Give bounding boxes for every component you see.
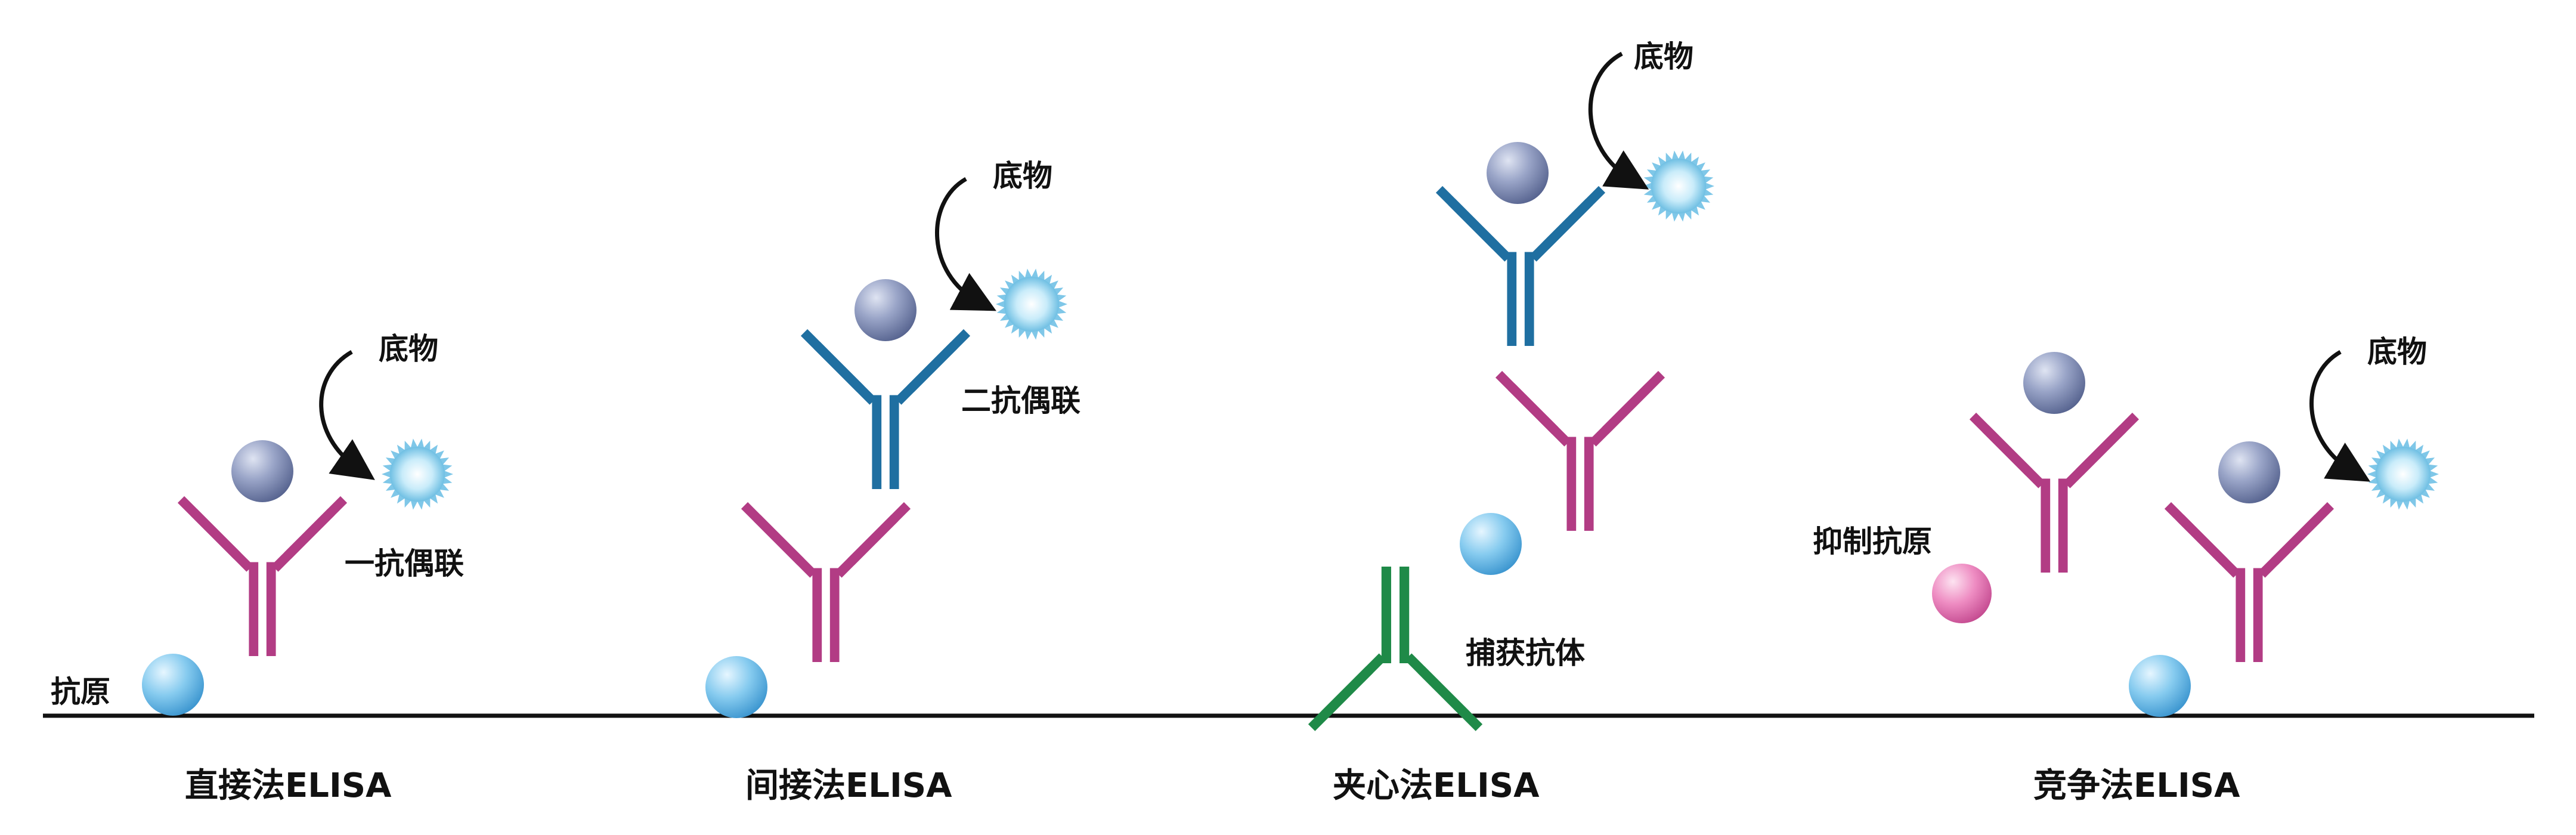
competitive-substrate-label: 底物 [2367,335,2427,369]
indirect-enzyme [854,279,917,341]
sandwich-secondary-antibody [1435,185,1606,346]
indirect-primary-antibody [741,502,911,662]
direct-reaction-arrow [319,350,375,480]
competitive-antigen [2129,655,2191,717]
competitive-bound-enzyme [2218,441,2280,503]
sandwich-capture-antibody [1308,567,1483,731]
competitive-bound-antibody [2164,502,2334,662]
direct-primary-antibody [177,496,348,656]
competitive-free-antibody [1969,412,2140,573]
sandwich-reaction-arrow [1588,51,1649,190]
sandwich-title: 夹心法ELISA [1333,766,1540,805]
sandwich-enzyme [1487,142,1549,204]
sandwich-capture-label: 捕获抗体 [1466,636,1585,670]
competitive-title: 竞争法ELISA [2033,766,2240,805]
competitive-reaction-arrow [2309,350,2371,482]
sandwich-antigen [1460,513,1522,575]
sandwich-substrate-icon [1643,150,1714,222]
indirect-antigen [705,656,767,718]
indirect-title: 间接法ELISA [745,766,952,805]
indirect-substrate-label: 底物 [993,159,1052,193]
indirect-reaction-arrow [935,177,996,311]
direct-panel [142,350,453,716]
competitive-panel [1932,350,2439,717]
competitive-free-enzyme [2023,352,2085,414]
direct-antigen-label: 抗原 [51,675,110,709]
direct-title: 直接法ELISA [185,766,392,805]
sandwich-substrate-label: 底物 [1634,39,1693,74]
competitive-inhibitor-label: 抑制抗原 [1813,524,1932,559]
indirect-substrate-icon [996,268,1067,340]
direct-enzyme [231,440,293,502]
direct-conjugate-label: 一抗偶联 [345,546,464,581]
direct-substrate-icon [382,438,453,510]
sandwich-panel [1308,51,1714,731]
competitive-inhibitor-antigen [1932,564,1992,623]
indirect-conjugate-label: 二抗偶联 [961,384,1080,418]
competitive-substrate-icon [2367,438,2439,510]
direct-antigen [142,654,204,716]
indirect-secondary-antibody [800,329,971,489]
direct-substrate-label: 底物 [379,332,438,366]
sandwich-primary-antibody [1495,370,1665,531]
indirect-panel [705,177,1067,718]
